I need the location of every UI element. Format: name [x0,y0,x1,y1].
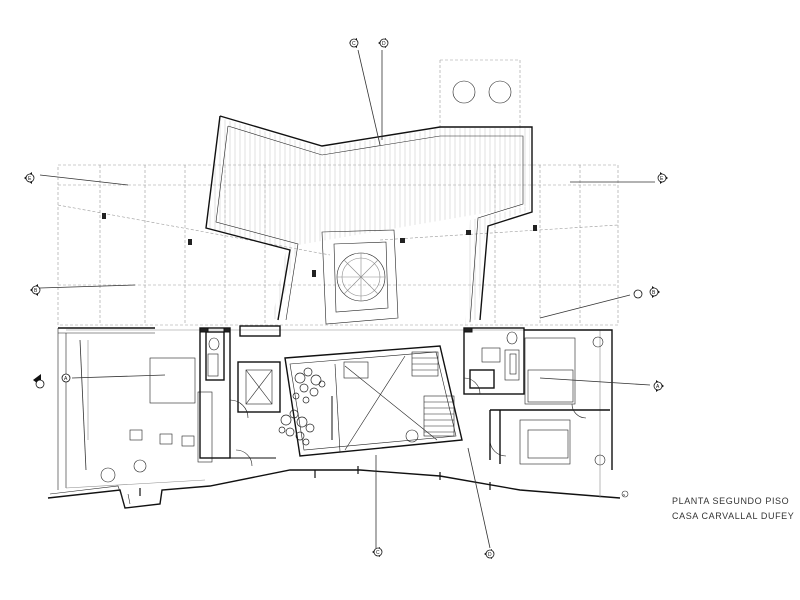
toilet-fixture-right [506,331,518,345]
svg-text:D: D [382,41,386,47]
drawing-title-block: PLANTA SEGUNDO PISO CASA CARVALLAL DUFEY [672,494,794,524]
interior-planter-foliage [278,367,326,446]
toilet-fixture [208,337,220,351]
drawing-title: PLANTA SEGUNDO PISO [672,496,790,506]
central-hall [284,345,463,457]
facade-window-ticks [139,466,491,496]
section-marker-b-right: B [633,286,660,299]
section-marker-a-right: A [653,380,664,392]
svg-text:A: A [656,384,660,390]
bed-lower [519,419,571,465]
section-marker-d-top: D [378,38,389,48]
stair-lower [423,395,455,437]
svg-text:D: D [488,552,492,558]
roof-outline [205,115,533,323]
right-bedrooms [489,329,613,470]
svg-text:N: N [623,493,625,497]
plant-pot [100,467,116,483]
left-wing-furniture [100,357,213,483]
section-marker-c-top: C [349,38,359,48]
skylight-circles [452,80,512,104]
section-marker-e-right: E [657,172,668,184]
courtyard [321,229,399,325]
right-service-core [463,327,525,395]
svg-text:A: A [64,376,68,382]
elevator-shaft [245,369,273,405]
left-service-core [199,325,281,467]
roof-drains [102,213,537,277]
section-marker-d-bottom: D [484,549,495,559]
bed-upper [524,337,576,405]
svg-text:B: B [652,290,656,296]
section-marker-b-left: B [30,284,41,296]
structural-grid [57,59,619,326]
north-mark: N [621,490,629,498]
svg-text:B: B [34,288,38,294]
svg-text:C: C [376,550,380,556]
floor-outline [47,327,621,509]
svg-text:C: C [352,41,356,47]
svg-text:E: E [28,176,32,182]
section-cut-lines [39,49,655,549]
section-marker-e-left: E [24,172,35,184]
project-name: CASA CARVALLAL DUFEY [672,511,795,521]
svg-text:E: E [660,176,664,182]
section-marker-c-bottom: C [372,547,383,557]
section-marker-a-left: A [33,373,71,389]
